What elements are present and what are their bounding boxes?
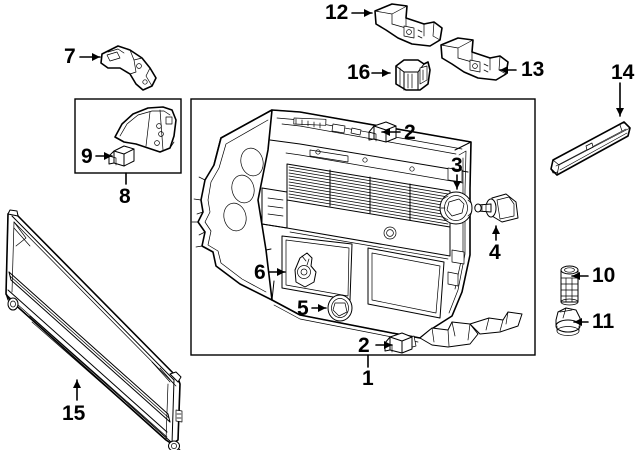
part-cylindrical-sleeve [560,265,579,306]
part-hook-retainer [294,252,317,288]
callout-label-7: 7 [64,45,76,68]
callout-label-9: 9 [81,145,93,168]
part-latch-striker-left [374,3,443,47]
part-inset-panel-group [108,106,177,167]
part-connector-block [395,59,431,91]
callout-label-6: 6 [254,261,266,284]
callout-label-14: 14 [611,61,635,84]
part-oval-cap [327,294,353,322]
part-round-grommet [439,191,473,225]
part-screw-and-bracket [474,193,519,223]
part-guide-rail [550,121,631,176]
callout-label-15: 15 [62,402,86,425]
callout-leaders [73,9,624,401]
callout-label-5: 5 [297,297,309,320]
callout-label-13: 13 [521,58,545,81]
inset-group-frame [74,98,182,174]
callout-label-16: 16 [347,61,371,84]
callout-label-3: 3 [451,154,463,177]
callout-label-2-lower: 2 [358,334,370,357]
part-trim-clip-lower [384,332,413,354]
main-group-frame [190,98,536,356]
callout-label-8: 8 [119,185,131,208]
callout-label-4: 4 [489,241,501,264]
part-cargo-cover-assembly [5,209,183,450]
part-grab-handle-bracket [100,45,157,91]
callout-label-12: 12 [325,1,349,24]
part-latch-striker-right [440,37,509,81]
callout-label-11: 11 [592,310,615,333]
callout-label-10: 10 [592,264,616,287]
part-quarter-trim-panel [191,109,523,349]
callout-label-2-upper: 2 [404,121,416,144]
callout-label-1: 1 [362,367,374,390]
